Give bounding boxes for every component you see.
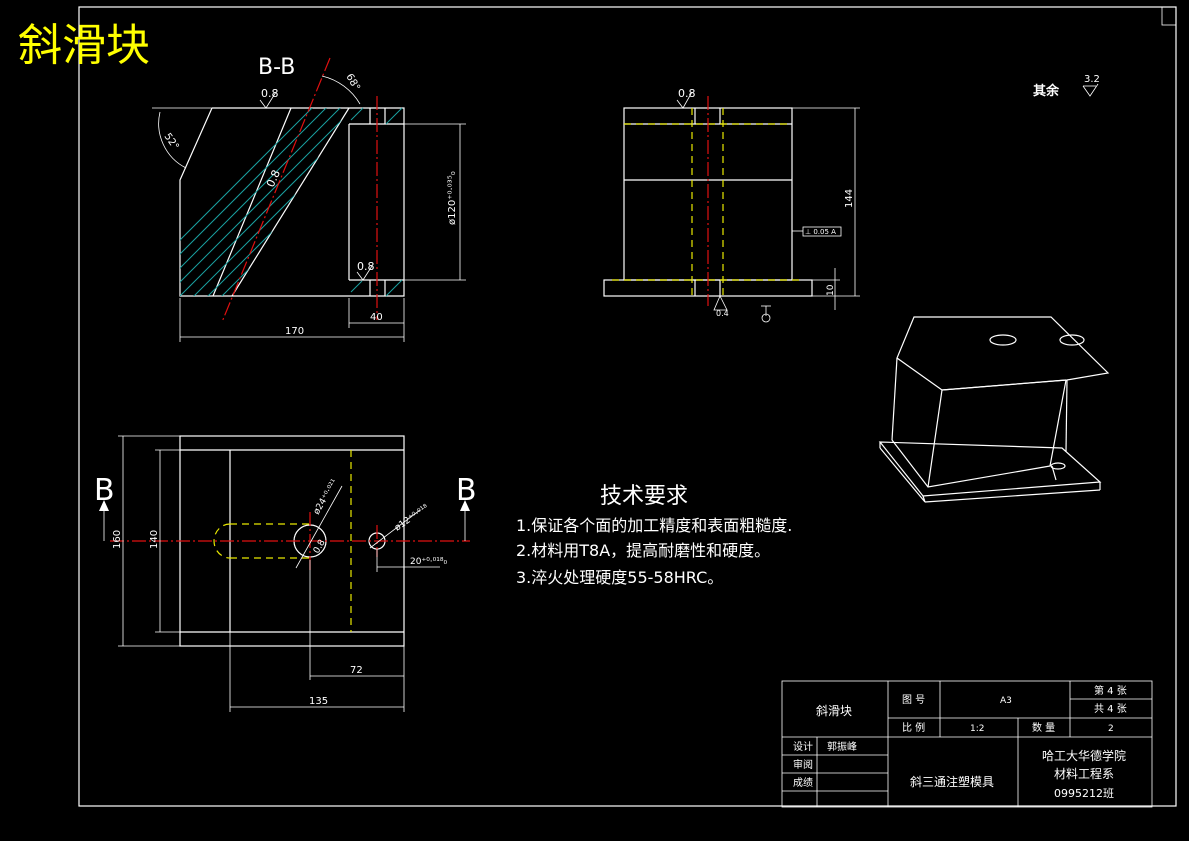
dim-front-base: 10 — [826, 284, 836, 296]
hatch-line — [372, 100, 572, 300]
roughness-symbol — [1082, 83, 1099, 97]
hatch-line — [180, 108, 321, 296]
tb-design-label: 设计 — [793, 740, 813, 753]
roughness-section-incline: 0.8 — [264, 168, 283, 189]
dim-front-height: 144 — [844, 189, 855, 208]
section-arrow-label-right: B — [456, 473, 477, 508]
isometric-view — [878, 316, 1110, 503]
tb-qty-value: 2 — [1108, 724, 1114, 734]
tb-part-name: 斜滑块 — [816, 704, 852, 718]
tb-drawing-no-label: 图 号 — [902, 694, 925, 706]
dim-section-width: 170 — [285, 326, 304, 337]
tb-drawing-no-value: A3 — [1000, 696, 1012, 706]
requirement-3: 3.淬火处理硬度55-58HRC。 — [516, 568, 723, 587]
tolerance-frame: ⊥ 0.05 A — [805, 228, 836, 236]
roughness-section-top: 0.8 — [261, 87, 279, 100]
hatch-line — [180, 108, 349, 296]
hatch-line — [400, 100, 600, 300]
hatch-line — [414, 100, 614, 300]
tb-scale-value: 1:2 — [970, 724, 984, 734]
tb-qty-label: 数 量 — [1032, 721, 1055, 734]
roughness-front-top: 0.8 — [678, 87, 696, 100]
tb-scale-label: 比 例 — [902, 721, 925, 734]
hatch-line — [180, 108, 349, 296]
tb-score-label: 成绩 — [793, 776, 813, 789]
tb-project: 斜三通注塑模具 — [910, 774, 994, 789]
dim-top-height-inner: 140 — [149, 530, 160, 549]
section-arrow-label-left: B — [94, 473, 115, 508]
requirements-heading: 技术要求 — [600, 484, 688, 509]
requirement-1: 1.保证各个面的加工精度和表面粗糙度. — [516, 516, 792, 535]
hatch-line — [315, 108, 349, 296]
tb-total: 共 4 张 — [1094, 703, 1127, 715]
tb-review-label: 审阅 — [793, 758, 813, 771]
section-label: B-B — [258, 55, 295, 80]
roughness-section-hole: 0.8 — [357, 260, 375, 273]
tb-designer: 郭振峰 — [827, 740, 857, 753]
dim-section-hole: ø120⁺⁰·⁰³⁵₀ — [447, 171, 458, 225]
top-view — [99, 435, 470, 712]
top-right-mark — [1161, 6, 1177, 26]
other-roughness-label: 其余 — [1033, 83, 1060, 99]
tb-sheet: 第 4 张 — [1094, 684, 1127, 697]
hatch-line — [189, 108, 349, 296]
angle-top: 68° — [343, 72, 361, 93]
dim-top-hole-2: ø12⁺⁰·⁰¹⁸ — [393, 503, 431, 534]
dim-top-72: 72 — [350, 665, 363, 676]
dim-section-right: 40 — [370, 312, 383, 323]
roughness-front-bottom: 0.4 — [716, 309, 729, 318]
tb-department: 材料工程系 — [1054, 766, 1114, 781]
hatch-line — [180, 108, 349, 296]
tb-class: 0995212班 — [1054, 787, 1114, 800]
drawing-title: 斜滑块 — [18, 20, 150, 71]
front-view — [603, 96, 860, 323]
hatch-line — [358, 100, 558, 300]
other-roughness-value: 3.2 — [1084, 74, 1100, 85]
drawing-frame — [78, 6, 1177, 807]
angle-left: 52° — [162, 131, 181, 152]
section-dimensions — [179, 123, 466, 342]
dim-top-20: 20⁺⁰·⁰¹⁸₀ — [410, 557, 447, 567]
dim-top-height-outer: 160 — [112, 530, 123, 549]
section-view — [152, 57, 614, 323]
dim-top-135: 135 — [309, 696, 328, 707]
hatch-line — [180, 108, 335, 296]
hatch-line — [386, 100, 586, 300]
requirement-2: 2.材料用T8A，提高耐磨性和硬度。 — [516, 541, 770, 560]
title-block — [781, 680, 1153, 808]
tb-school: 哈工大华德学院 — [1042, 748, 1126, 763]
